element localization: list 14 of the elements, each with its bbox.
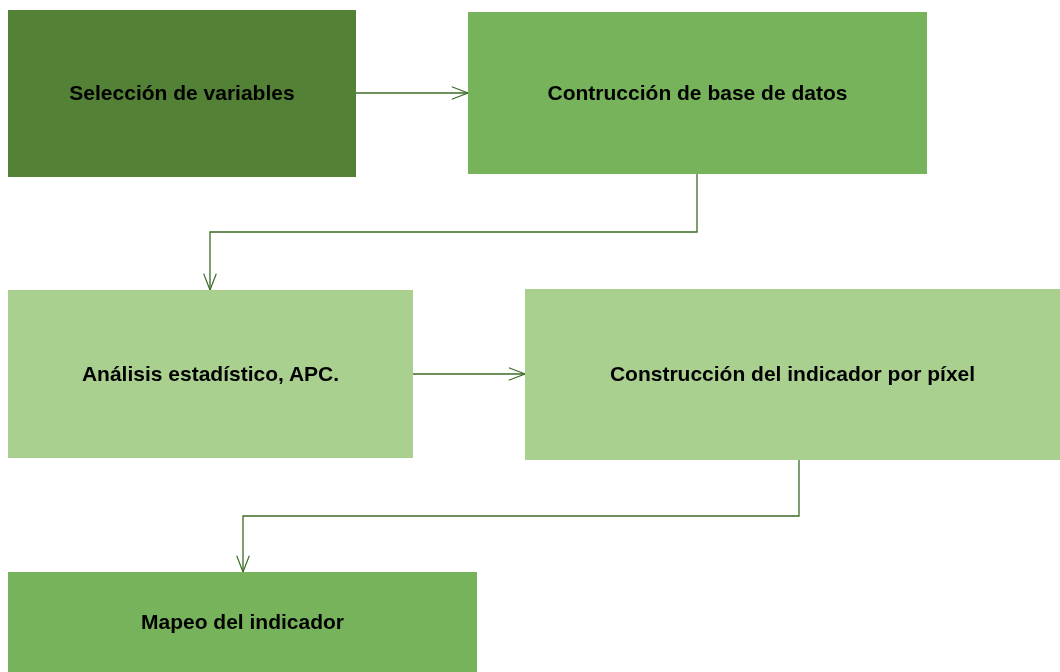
arrow (412, 367, 526, 381)
process-box (8, 572, 477, 672)
arrow (355, 86, 469, 100)
box-label: Análisis estadístico, APC. (81, 360, 340, 387)
box-label: Selección de variables (69, 80, 295, 107)
box-label: Mapeo del indicador (141, 608, 344, 635)
box-label: Construcción del indicador por píxel (609, 361, 976, 388)
process-box (468, 12, 927, 174)
box-label: Contrucción de base de datos (547, 79, 848, 106)
process-box (525, 289, 1060, 460)
arrow (203, 173, 698, 291)
process-box (8, 290, 413, 458)
process-box (8, 10, 356, 177)
arrow (236, 459, 800, 573)
